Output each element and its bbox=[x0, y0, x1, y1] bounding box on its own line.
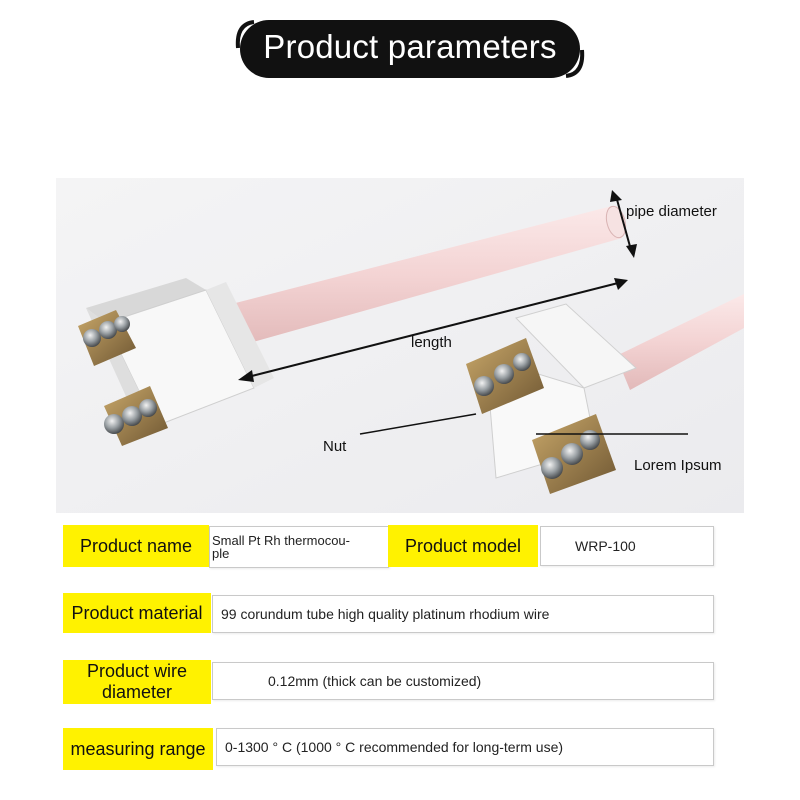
product-name-value-line2: ple bbox=[212, 546, 230, 561]
page-title: Product parameters bbox=[263, 28, 557, 65]
measuring-range-value: 0-1300 ° C (1000 ° C recommended for lon… bbox=[216, 728, 714, 766]
thermocouple-photo bbox=[56, 178, 744, 513]
tube-right bbox=[616, 294, 744, 390]
nut-label: Nut bbox=[323, 438, 347, 455]
product-name-label: Product name bbox=[63, 525, 209, 567]
pipe-diameter-arrow bbox=[610, 190, 637, 258]
wire-label-line2: diameter bbox=[101, 682, 173, 702]
title-banner: Product parameters bbox=[232, 12, 588, 84]
product-name-value: Small Pt Rh thermocou- ple bbox=[209, 526, 389, 568]
pipe-diameter-label: pipe diameter bbox=[626, 203, 717, 220]
product-wire-diameter-label: Product wire diameter bbox=[63, 660, 211, 704]
product-name-value-line1: Small Pt Rh thermocou- bbox=[212, 533, 350, 548]
nut-leader-line bbox=[359, 413, 477, 435]
measuring-range-label: measuring range bbox=[63, 728, 213, 770]
title-banner-shape bbox=[235, 20, 585, 78]
product-model-value: WRP-100 bbox=[540, 526, 714, 566]
wire-label-line1: Product wire bbox=[86, 661, 188, 681]
product-material-label: Product material bbox=[63, 593, 211, 633]
lorem-ipsum-label: Lorem Ipsum bbox=[634, 457, 722, 474]
product-material-value: 99 corundum tube high quality platinum r… bbox=[212, 595, 714, 633]
product-wire-diameter-value: 0.12mm (thick can be customized) bbox=[212, 662, 714, 700]
length-label: length bbox=[411, 334, 452, 351]
length-arrow bbox=[238, 278, 628, 382]
product-model-label: Product model bbox=[388, 525, 538, 567]
ceramic-head-left bbox=[78, 278, 274, 446]
